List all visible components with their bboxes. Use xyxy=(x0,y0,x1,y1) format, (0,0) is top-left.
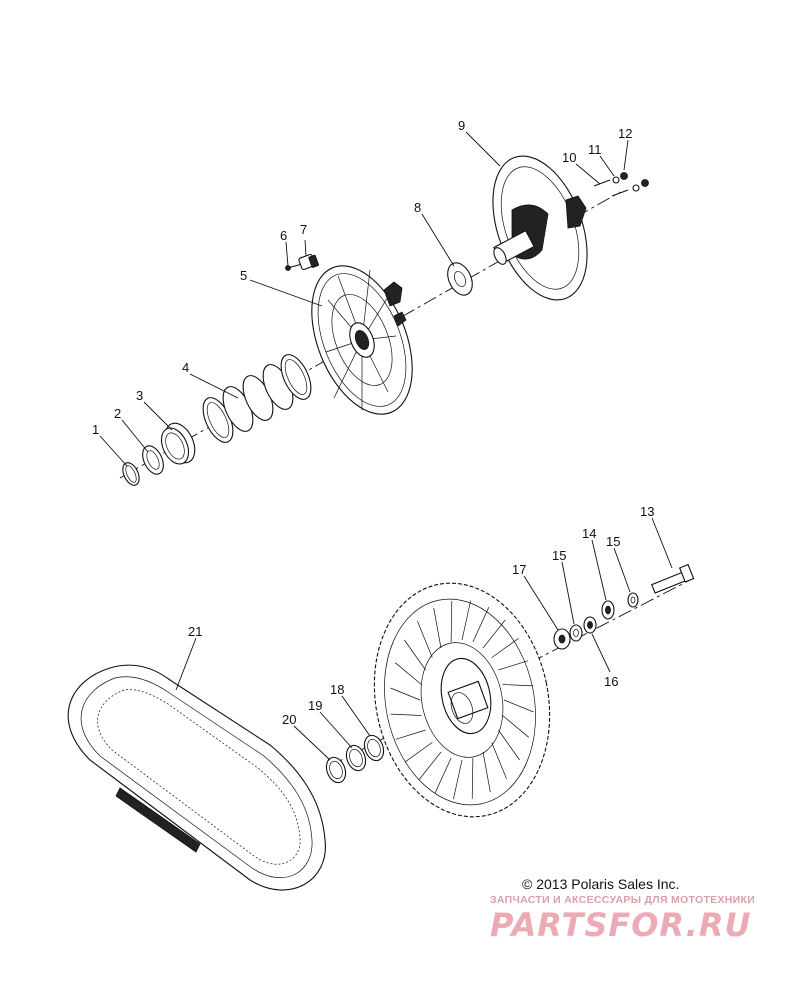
watermark-site-logo: PARTSFOR.RU xyxy=(490,906,752,944)
sheave-vane xyxy=(461,600,471,641)
part-3-spring-cup xyxy=(160,422,196,465)
callout-16: 16 xyxy=(604,674,618,689)
callout-13: 13 xyxy=(640,504,654,519)
sheave-vane xyxy=(472,607,490,643)
callout-8: 8 xyxy=(414,200,421,215)
sheave-vane xyxy=(482,751,491,793)
callout-6: 6 xyxy=(280,228,287,243)
callout-1: 1 xyxy=(92,422,99,437)
callout-9: 9 xyxy=(458,118,465,133)
callout-7: 7 xyxy=(300,222,307,237)
part-14-washer xyxy=(601,600,615,620)
part-5-moveable-sheave xyxy=(311,265,413,415)
copyright-notice: © 2013 Polaris Sales Inc. xyxy=(522,876,680,892)
part-12-nut xyxy=(620,172,649,187)
sheave-vane xyxy=(417,621,433,658)
sheave-vane xyxy=(491,638,519,658)
part-17-bushing xyxy=(553,628,571,650)
part-11-washer xyxy=(612,176,640,192)
watermark-tagline: ЗАПЧАСТИ И АКСЕССУАРЫ ДЛЯ МОТОТЕХНИКИ xyxy=(490,894,756,906)
part-20-ring xyxy=(325,756,347,784)
callout-3: 3 xyxy=(136,388,143,403)
part-16-washer xyxy=(583,616,597,634)
part-15-washer-inner xyxy=(569,624,583,642)
callout-11: 11 xyxy=(588,142,602,157)
sheave-vane xyxy=(502,684,534,687)
sheave-vane xyxy=(482,619,506,649)
part-10-pin xyxy=(593,179,629,197)
part-15-washer-outer xyxy=(627,592,639,608)
sheave-vane xyxy=(433,607,442,649)
sheave-vane xyxy=(498,660,529,671)
sheave-vane xyxy=(453,759,463,800)
part-1-retaining-ring xyxy=(122,462,140,486)
callout-12: 12 xyxy=(618,126,632,141)
callout-19: 19 xyxy=(308,698,322,713)
sheave-vane xyxy=(471,757,474,800)
callout-4: 4 xyxy=(182,360,189,375)
callout-2: 2 xyxy=(114,406,121,421)
sheave-vane xyxy=(498,729,520,761)
part-18-ring xyxy=(363,734,385,762)
part-8-washer xyxy=(447,262,473,296)
callout-17: 17 xyxy=(512,562,526,577)
sheave-vane xyxy=(491,742,507,779)
sheave-vane xyxy=(434,757,452,793)
part-9-stationary-sheave xyxy=(492,155,588,301)
callout-15-outer: 15 xyxy=(606,534,620,549)
callout-10: 10 xyxy=(562,150,576,165)
part-2-washer xyxy=(142,445,164,475)
sheave-vane xyxy=(418,751,442,781)
callout-14: 14 xyxy=(582,526,596,541)
callout-18: 18 xyxy=(330,682,344,697)
callout-21: 21 xyxy=(188,624,202,639)
callout-labels: 1 2 3 4 5 6 7 8 9 10 11 12 13 14 15 15 1… xyxy=(92,118,654,727)
sheave-vane xyxy=(390,687,421,701)
sheave-vane xyxy=(404,639,426,671)
sheave-vane xyxy=(450,600,453,643)
callout-5: 5 xyxy=(240,268,247,283)
sheave-vane xyxy=(503,699,534,713)
callout-20: 20 xyxy=(282,712,296,727)
sheave-vane xyxy=(395,729,426,740)
sheave-vane xyxy=(394,662,422,685)
part-7-roller xyxy=(298,253,319,271)
leader-lines xyxy=(99,131,673,761)
sheave-vane xyxy=(502,715,530,738)
driven-clutch-sheave xyxy=(373,582,551,818)
part-19-ring xyxy=(345,744,367,772)
sheave-vane xyxy=(390,713,422,716)
part-21-drive-belt xyxy=(67,664,326,891)
part-13-bolt xyxy=(651,563,695,594)
callout-15-inner: 15 xyxy=(552,548,566,563)
part-4-coil-spring xyxy=(202,354,312,443)
sheave-vane xyxy=(405,742,433,762)
